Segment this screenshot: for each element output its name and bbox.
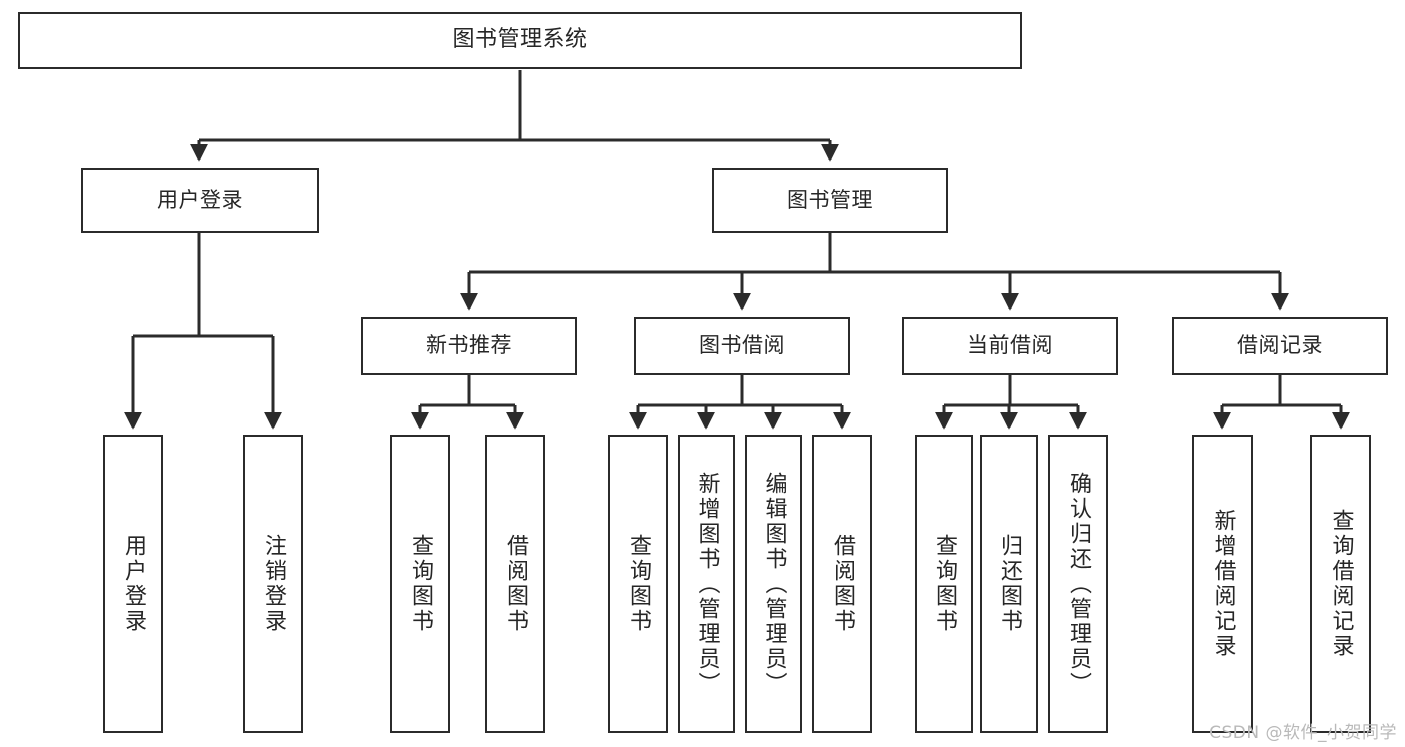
node-label: 用户登录 bbox=[157, 187, 243, 212]
node-label: 查询图书 bbox=[626, 534, 651, 634]
node-label: 图书管理系统 bbox=[452, 27, 588, 53]
node-label: 用户登录 bbox=[121, 534, 146, 634]
leaf-current-borrow-confirm-return-admin[interactable]: 确认归还（管理员） bbox=[1048, 435, 1108, 733]
leaf-new-book-query-book[interactable]: 查询图书 bbox=[390, 435, 450, 733]
leaf-borrow-record-query-record[interactable]: 查询借阅记录 bbox=[1310, 435, 1371, 733]
node-current-borrow[interactable]: 当前借阅 bbox=[902, 317, 1118, 375]
node-label: 查询借阅记录 bbox=[1328, 509, 1354, 659]
node-user-login[interactable]: 用户登录 bbox=[81, 168, 319, 233]
node-label: 图书管理 bbox=[787, 187, 873, 212]
node-borrow-record[interactable]: 借阅记录 bbox=[1172, 317, 1388, 375]
node-label: 借阅记录 bbox=[1237, 333, 1323, 358]
node-label: 归还图书 bbox=[997, 534, 1022, 634]
leaf-current-borrow-query-book[interactable]: 查询图书 bbox=[915, 435, 973, 733]
leaf-book-borrow-add-book-admin[interactable]: 新增图书（管理员） bbox=[678, 435, 735, 733]
node-label: 图书借阅 bbox=[699, 333, 785, 358]
node-label: 借阅图书 bbox=[830, 534, 855, 634]
node-label: 注销登录 bbox=[261, 534, 286, 634]
node-label: 新增借阅记录 bbox=[1210, 509, 1236, 659]
leaf-user-login-login[interactable]: 用户登录 bbox=[103, 435, 163, 733]
node-label: 新书推荐 bbox=[426, 333, 512, 358]
node-label: 编辑图书（管理员） bbox=[761, 471, 787, 697]
leaf-book-borrow-borrow-book[interactable]: 借阅图书 bbox=[812, 435, 872, 733]
leaf-new-book-borrow-book[interactable]: 借阅图书 bbox=[485, 435, 545, 733]
leaf-book-borrow-query-book[interactable]: 查询图书 bbox=[608, 435, 668, 733]
node-label: 新增图书（管理员） bbox=[694, 471, 720, 697]
csdn-watermark: CSDN @软件_小贺同学 bbox=[1209, 723, 1397, 743]
node-label: 借阅图书 bbox=[503, 534, 528, 634]
leaf-current-borrow-return-book[interactable]: 归还图书 bbox=[980, 435, 1038, 733]
node-book-borrow[interactable]: 图书借阅 bbox=[634, 317, 850, 375]
leaf-borrow-record-add-record[interactable]: 新增借阅记录 bbox=[1192, 435, 1253, 733]
leaf-user-login-logout[interactable]: 注销登录 bbox=[243, 435, 303, 733]
leaf-book-borrow-edit-book-admin[interactable]: 编辑图书（管理员） bbox=[745, 435, 802, 733]
node-new-book-recommend[interactable]: 新书推荐 bbox=[361, 317, 577, 375]
node-label: 当前借阅 bbox=[967, 333, 1053, 358]
node-book-management[interactable]: 图书管理 bbox=[712, 168, 948, 233]
node-label: 查询图书 bbox=[408, 534, 433, 634]
node-label: 确认归还（管理员） bbox=[1066, 471, 1091, 697]
node-root-book-management-system[interactable]: 图书管理系统 bbox=[18, 12, 1022, 69]
node-label: 查询图书 bbox=[932, 534, 957, 634]
